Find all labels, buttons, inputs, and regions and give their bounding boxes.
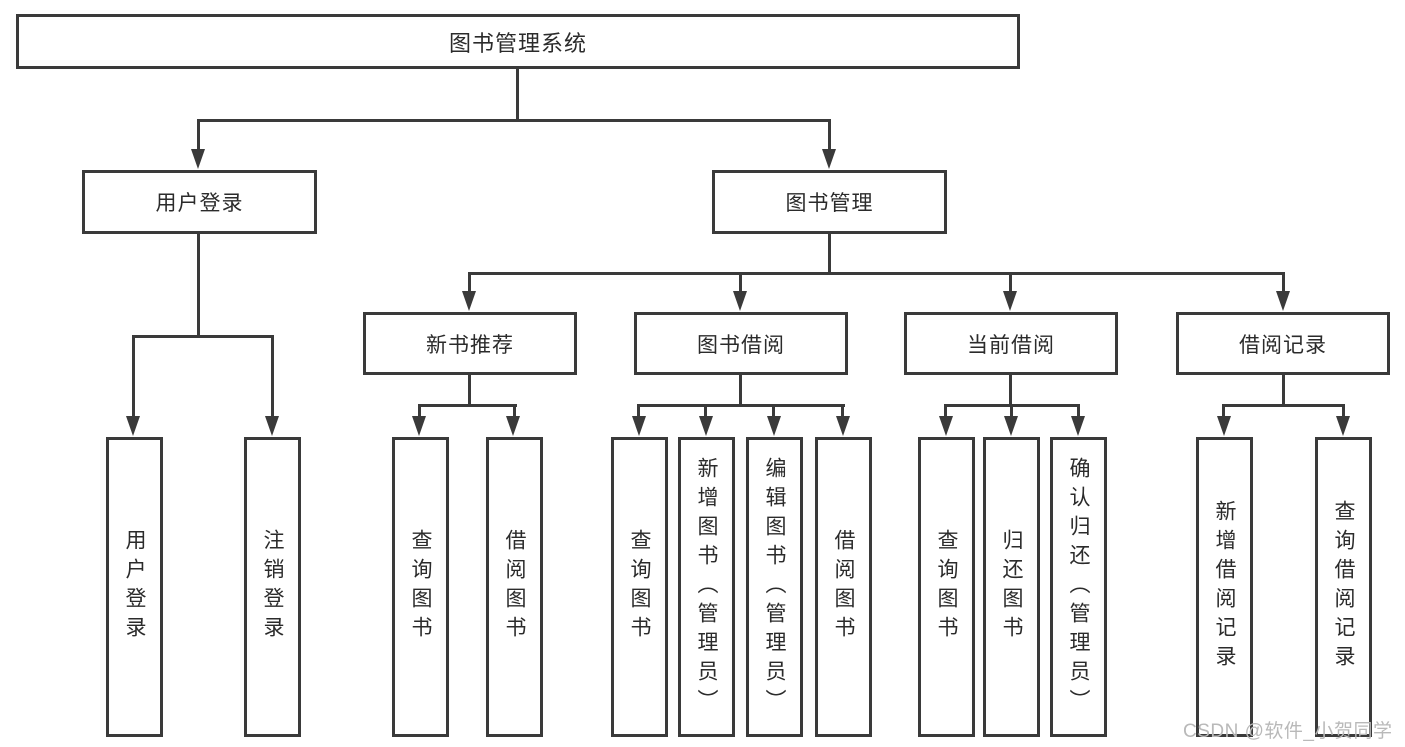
node-book-management: 图书管理	[712, 170, 947, 234]
arrow-down-icon	[836, 416, 850, 436]
connector-drop-leaf	[271, 335, 274, 420]
connector-level2-bar	[197, 119, 831, 122]
arrow-down-icon	[733, 291, 747, 311]
connector-drop-leaf	[841, 404, 844, 422]
leaf-label: 新增借阅记录	[1213, 500, 1236, 674]
node-root: 图书管理系统	[16, 14, 1020, 69]
node-current-borrow: 当前借阅	[904, 312, 1118, 375]
leaf-label: 查询图书	[628, 529, 651, 645]
connector-bar	[1222, 404, 1345, 407]
leaf-label: 查询图书	[935, 529, 958, 645]
leaf-edit-book-admin: 编辑图书（管理员）	[746, 437, 803, 737]
connector-bar	[418, 404, 517, 407]
leaf-add-book-admin: 新增图书（管理员）	[678, 437, 735, 737]
connector-user-login-trunk	[197, 233, 200, 338]
arrow-down-icon	[462, 291, 476, 311]
watermark-text: CSDN @软件_小贺同学	[1183, 721, 1393, 742]
node-new-book-recommend: 新书推荐	[363, 312, 577, 375]
arrow-down-icon	[1276, 291, 1290, 311]
connector-level3-bar	[468, 272, 1285, 275]
leaf-logout: 注销登录	[244, 437, 301, 737]
connector-drop-l3	[468, 272, 471, 294]
leaf-borrow-books-recommend: 借阅图书	[486, 437, 543, 737]
leaf-label: 新增图书（管理员）	[695, 456, 718, 718]
leaf-label: 借阅图书	[503, 529, 526, 645]
leaf-label: 借阅图书	[832, 529, 855, 645]
leaf-label: 注销登录	[261, 529, 284, 645]
connector-trunk	[739, 375, 742, 407]
connector-user-login-bar	[132, 335, 274, 338]
arrow-down-icon	[412, 416, 426, 436]
leaf-user-login: 用户登录	[106, 437, 163, 737]
connector-drop-l3	[1009, 272, 1012, 294]
leaf-label: 确认归还（管理员）	[1067, 456, 1090, 718]
connector-drop-user-login	[197, 119, 200, 155]
leaf-label: 归还图书	[1000, 529, 1023, 645]
connector-root-trunk	[516, 68, 519, 121]
connector-trunk	[468, 375, 471, 407]
arrow-down-icon	[506, 416, 520, 436]
arrow-down-icon	[191, 149, 205, 169]
arrow-down-icon	[126, 416, 140, 436]
arrow-down-icon	[939, 416, 953, 436]
connector-trunk	[1009, 375, 1012, 407]
connector-drop-book-mgmt	[828, 119, 831, 155]
connector-drop-leaf	[513, 404, 516, 422]
arrow-down-icon	[822, 149, 836, 169]
connector-drop-leaf	[772, 404, 775, 422]
connector-book-mgmt-trunk	[828, 233, 831, 275]
arrow-down-icon	[632, 416, 646, 436]
leaf-query-borrow-record: 查询借阅记录	[1315, 437, 1372, 737]
arrow-down-icon	[265, 416, 279, 436]
leaf-confirm-return-admin: 确认归还（管理员）	[1050, 437, 1107, 737]
leaf-borrow-books: 借阅图书	[815, 437, 872, 737]
connector-drop-leaf	[1222, 404, 1225, 422]
connector-drop-leaf	[944, 404, 947, 422]
connector-bar	[637, 404, 845, 407]
arrow-down-icon	[1336, 416, 1350, 436]
connector-drop-leaf	[1010, 404, 1013, 422]
arrow-down-icon	[1004, 416, 1018, 436]
node-user-login: 用户登录	[82, 170, 317, 234]
arrow-down-icon	[1217, 416, 1231, 436]
leaf-add-borrow-record: 新增借阅记录	[1196, 437, 1253, 737]
connector-drop-leaf	[704, 404, 707, 422]
connector-drop-leaf	[637, 404, 640, 422]
leaf-query-books-borrow: 查询图书	[611, 437, 668, 737]
connector-drop-leaf	[418, 404, 421, 422]
leaf-label: 编辑图书（管理员）	[763, 456, 786, 718]
leaf-query-books-recommend: 查询图书	[392, 437, 449, 737]
connector-drop-l3	[739, 272, 742, 294]
arrow-down-icon	[699, 416, 713, 436]
connector-trunk	[1282, 375, 1285, 407]
leaf-label: 查询借阅记录	[1332, 500, 1355, 674]
connector-drop-l3	[1282, 272, 1285, 294]
connector-drop-leaf	[1077, 404, 1080, 422]
arrow-down-icon	[767, 416, 781, 436]
connector-drop-leaf	[132, 335, 135, 420]
connector-drop-leaf	[1342, 404, 1345, 422]
arrow-down-icon	[1003, 291, 1017, 311]
node-borrow-records: 借阅记录	[1176, 312, 1390, 375]
arrow-down-icon	[1071, 416, 1085, 436]
leaf-label: 用户登录	[123, 529, 146, 645]
leaf-return-book: 归还图书	[983, 437, 1040, 737]
node-book-borrow: 图书借阅	[634, 312, 848, 375]
leaf-label: 查询图书	[409, 529, 432, 645]
leaf-query-books-current: 查询图书	[918, 437, 975, 737]
